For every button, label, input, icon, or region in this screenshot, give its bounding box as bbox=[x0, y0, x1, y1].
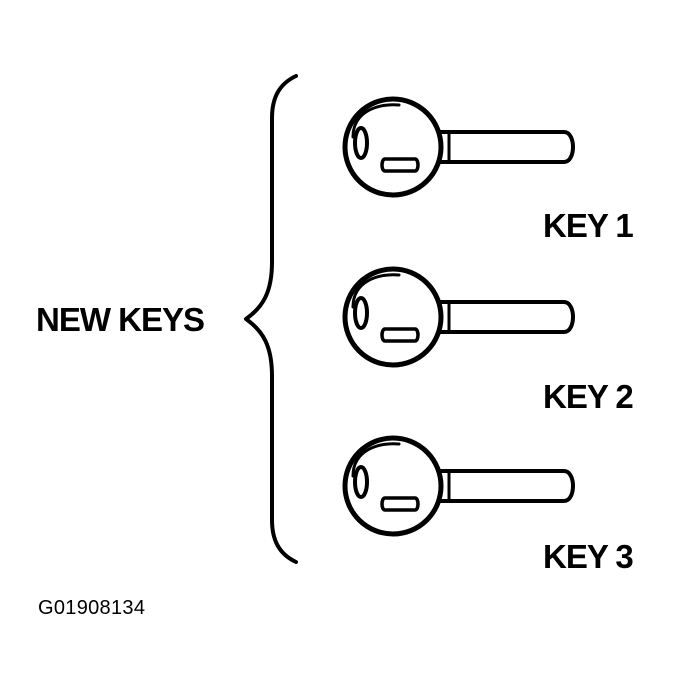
key-ring-hole bbox=[353, 126, 369, 160]
key-ring-hole bbox=[353, 296, 369, 330]
key-bow-rim bbox=[351, 442, 401, 478]
key-2-icon bbox=[342, 266, 575, 368]
key-blade bbox=[431, 130, 575, 164]
grouping-brace bbox=[244, 74, 298, 564]
figure-id-label: G01908134 bbox=[38, 597, 146, 619]
key-chip bbox=[380, 496, 420, 512]
key-chip bbox=[380, 327, 420, 343]
key-bow-rim bbox=[351, 103, 401, 139]
key-blade bbox=[431, 469, 575, 503]
key-3-icon bbox=[342, 435, 575, 537]
key-2-label: KEY 2 bbox=[543, 378, 634, 415]
key-chip bbox=[380, 157, 420, 173]
key-1-icon bbox=[342, 96, 575, 198]
key-1-label: KEY 1 bbox=[543, 207, 634, 244]
key-3-label: KEY 3 bbox=[543, 538, 634, 575]
key-ring-hole bbox=[353, 465, 369, 499]
new-keys-label: NEW KEYS bbox=[36, 301, 205, 338]
key-bow-rim bbox=[351, 273, 401, 309]
key-blade bbox=[431, 300, 575, 334]
